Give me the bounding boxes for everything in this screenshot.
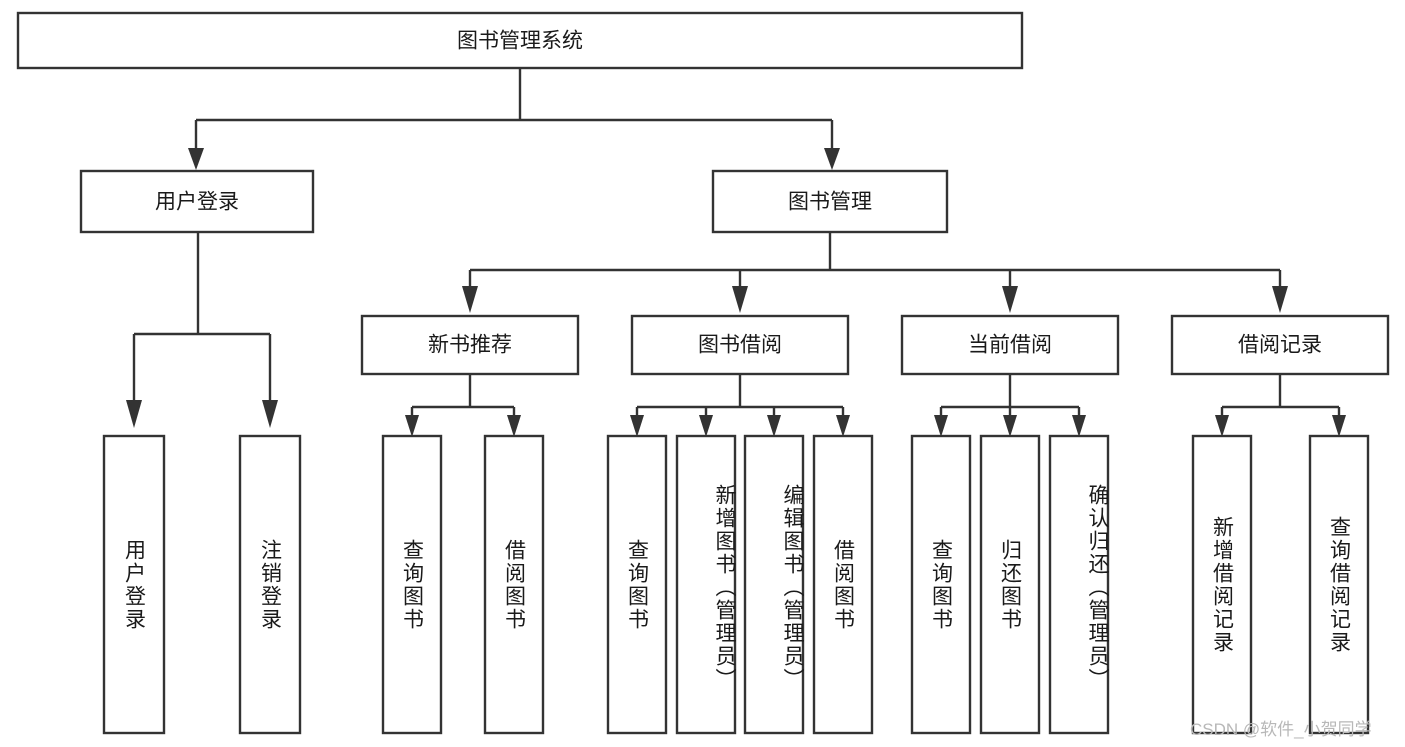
connector-current-borrow-to-leaves [934,374,1086,437]
leaf-new-book-1-rect[interactable] [483,434,545,735]
watermark: CSDN @软件_小贺同学 [1190,720,1372,739]
arrow-head-icon [1332,415,1346,437]
node-user-login-label: 用户登录 [155,191,239,214]
connector-book-borrow-to-leaves [630,374,850,437]
arrow-head-icon [1272,286,1288,313]
node-current-borrow-rect[interactable] [900,314,1120,376]
node-book-borrow-label: 图书借阅 [698,334,782,357]
arrow-head-icon [188,148,204,170]
arrow-head-icon [767,415,781,437]
node-book-management-label: 图书管理 [788,191,872,214]
leaf-book-borrow-0-rect[interactable] [606,434,668,735]
node-current-borrow[interactable]: 当前借阅 [900,314,1120,376]
node-borrow-record-label: 借阅记录 [1238,334,1322,357]
node-new-book-recommend[interactable]: 新书推荐 [360,314,580,376]
arrow-head-icon [824,148,840,170]
arrow-head-icon [1215,415,1229,437]
arrow-head-icon [126,400,142,428]
connector-borrow-record-to-leaves [1215,374,1346,437]
leaf-book-borrow-2-rect[interactable] [743,434,805,735]
arrow-head-icon [699,415,713,437]
node-root-rect[interactable] [16,11,1024,70]
leaf-borrow-record-0-rect[interactable] [1191,434,1253,735]
leaf-borrow-record-1-rect[interactable] [1308,434,1370,735]
node-user-login-rect[interactable] [79,169,315,234]
leaf-user-login-0-rect[interactable] [102,434,166,735]
arrow-head-icon [1002,286,1018,313]
node-root-label: 图书管理系统 [457,30,583,53]
leaf-new-book-0-rect[interactable] [381,434,443,735]
arrow-head-icon [507,415,521,437]
node-root[interactable]: 图书管理系统 [16,11,1024,70]
leaf-book-borrow-1-rect[interactable] [675,434,737,735]
arrow-head-icon [405,415,419,437]
node-borrow-record[interactable]: 借阅记录 [1170,314,1390,376]
connector-new-book-recommend-to-leaves [405,374,521,437]
leaf-user-login-1-rect[interactable] [238,434,302,735]
arrow-head-icon [262,400,278,428]
node-current-borrow-label: 当前借阅 [968,334,1052,357]
arrow-head-icon [1072,415,1086,437]
node-new-book-recommend-label: 新书推荐 [428,334,512,357]
arrow-head-icon [1003,415,1017,437]
node-book-borrow[interactable]: 图书借阅 [630,314,850,376]
leaf-current-borrow-2-rect[interactable] [1048,434,1110,735]
connector-root-to-level2 [188,68,840,170]
arrow-head-icon [630,415,644,437]
node-new-book-recommend-rect[interactable] [360,314,580,376]
leaf-current-borrow-1-rect[interactable] [979,434,1041,735]
arrow-head-icon [462,286,478,313]
connector-user-login-to-leaves [126,232,278,428]
leaf-current-borrow-0-rect[interactable] [910,434,972,735]
arrow-head-icon [732,286,748,313]
connector-book-management-to-level3 [462,232,1288,313]
leaf-book-borrow-3-rect[interactable] [812,434,874,735]
arrow-head-icon [836,415,850,437]
node-book-management[interactable]: 图书管理 [711,169,949,234]
arrow-head-icon [934,415,948,437]
node-user-login[interactable]: 用户登录 [79,169,315,234]
